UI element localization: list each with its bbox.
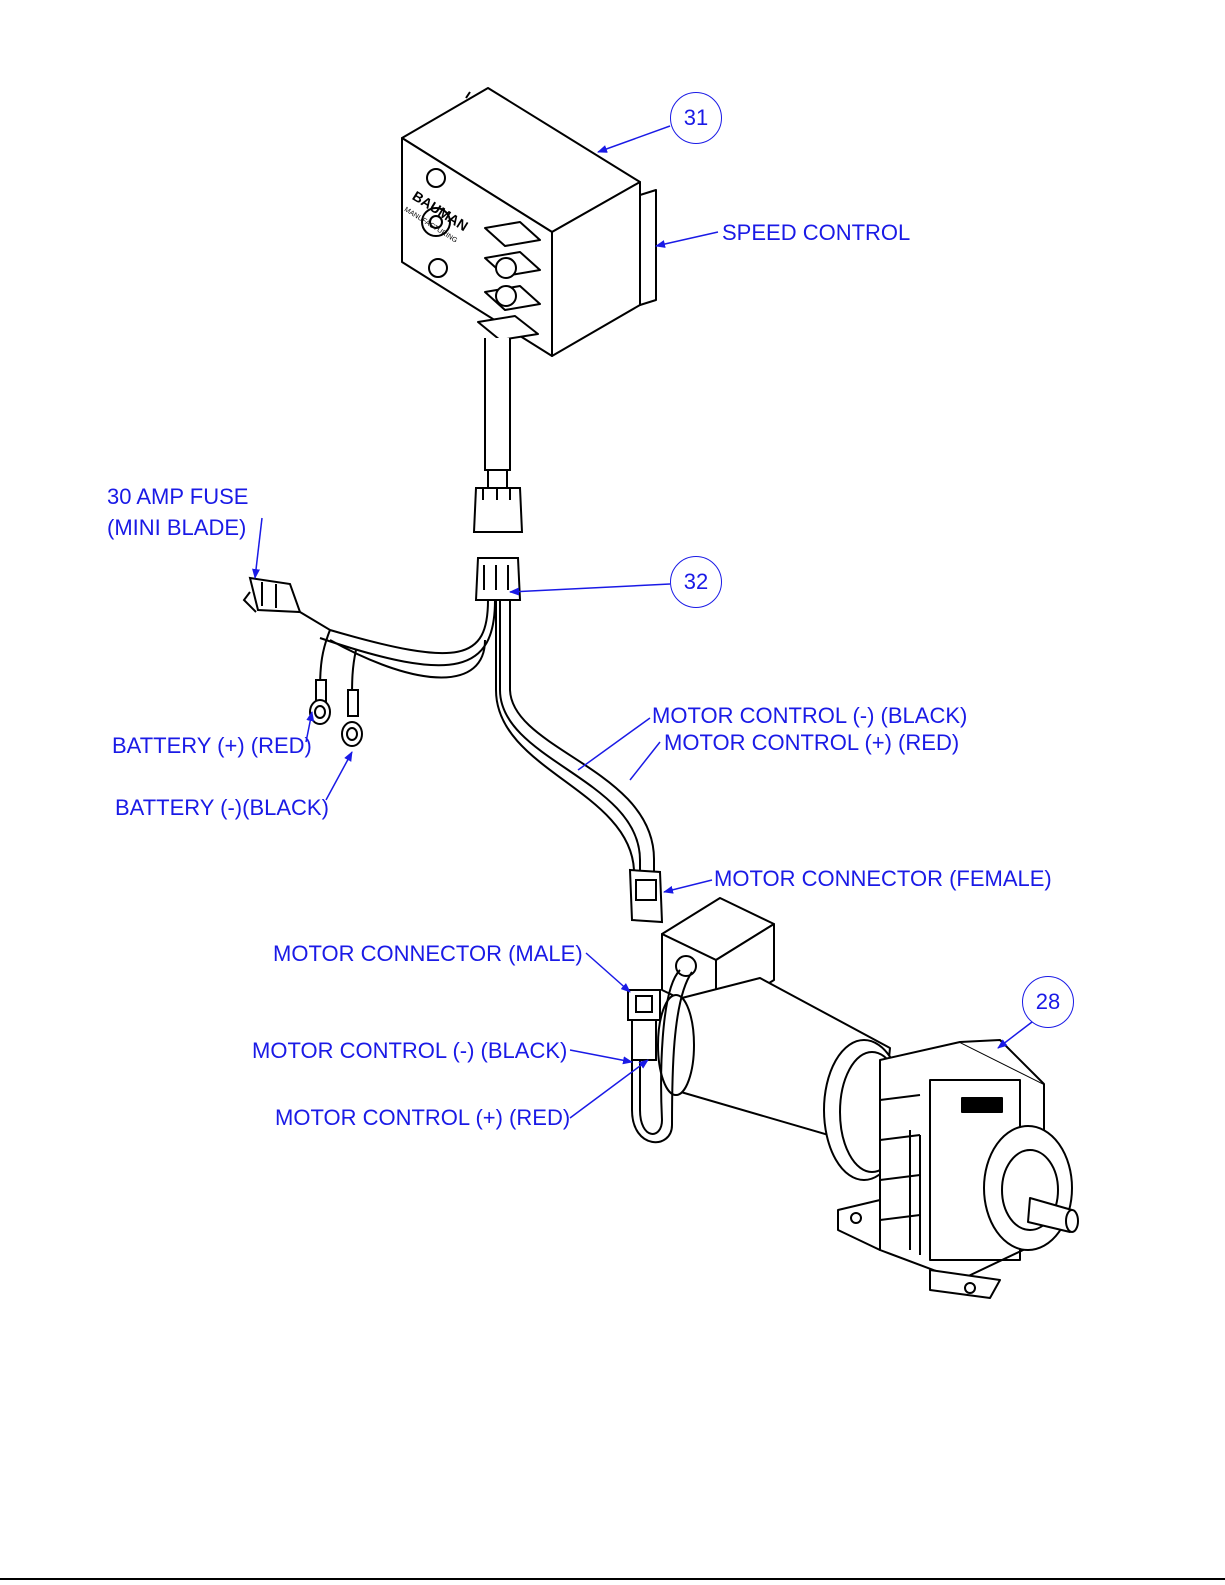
callout-28: 28 <box>1022 976 1074 1028</box>
label-motor-connector-male: MOTOR CONNECTOR (MALE) <box>273 941 583 967</box>
harness-connector <box>476 558 520 600</box>
battery-ring-terminals <box>310 680 362 746</box>
label-motor-connector-female: MOTOR CONNECTOR (FEMALE) <box>714 866 1052 892</box>
callout-32: 32 <box>670 556 722 608</box>
label-motor-control-negative-upper: MOTOR CONTROL (-) (BLACK) <box>652 703 967 729</box>
bottom-border-line <box>0 1578 1225 1580</box>
speed-control-box <box>402 88 656 356</box>
callout-31: 31 <box>670 92 722 144</box>
label-motor-control-positive-upper: MOTOR CONTROL (+) (RED) <box>664 730 959 756</box>
label-speed-control: SPEED CONTROL <box>722 220 910 246</box>
label-battery-negative: BATTERY (-)(BLACK) <box>115 795 329 821</box>
motor-connector-male-shape <box>628 990 660 1060</box>
fuse-holder <box>244 578 300 612</box>
label-battery-positive: BATTERY (+) (RED) <box>112 733 312 759</box>
label-fuse-line1: 30 AMP FUSE <box>107 484 248 510</box>
label-fuse-line2: (MINI BLADE) <box>107 515 246 541</box>
label-motor-control-negative-lower: MOTOR CONTROL (-) (BLACK) <box>252 1038 567 1064</box>
motor <box>658 898 1078 1298</box>
speed-control-cable <box>474 338 522 532</box>
label-motor-control-positive-lower: MOTOR CONTROL (+) (RED) <box>275 1105 570 1131</box>
motor-connector-female-shape <box>630 870 662 922</box>
